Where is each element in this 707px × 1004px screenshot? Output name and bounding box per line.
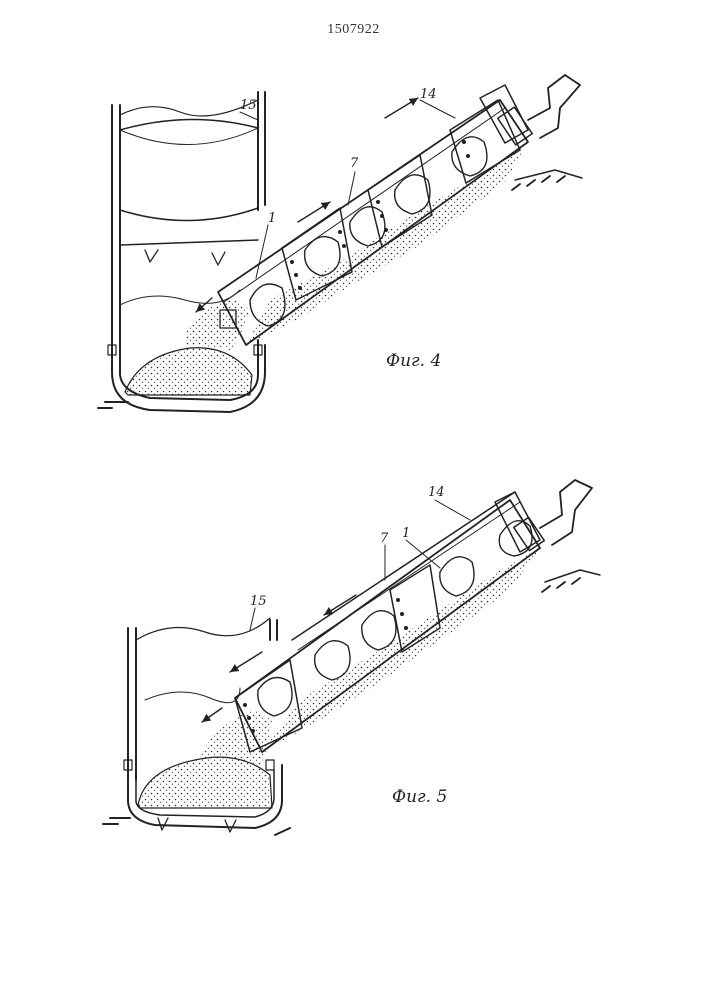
label-7-fig4: 7 <box>350 156 359 171</box>
caption-fig5: Фиг. 5 <box>392 787 447 807</box>
figure-4-labels: 15 7 1 14 Фиг. 4 <box>240 87 441 371</box>
label-7-fig5: 7 <box>380 531 389 546</box>
caption-fig4: Фиг. 4 <box>386 351 441 371</box>
bin-fig4 <box>97 91 266 413</box>
figure-5 <box>102 479 601 836</box>
bin-fig5 <box>102 617 291 836</box>
patent-number: 1507922 <box>327 22 380 37</box>
label-14-fig4: 14 <box>420 87 437 102</box>
conveyor-fig4 <box>217 74 583 346</box>
material-pile-fig4 <box>124 347 253 396</box>
label-14-fig5: 14 <box>428 485 445 500</box>
material-pile-fig5 <box>137 756 273 809</box>
conveyor-fig5 <box>234 479 601 753</box>
figure-5-labels: 15 7 1 14 Фиг. 5 <box>250 485 447 807</box>
figure-4 <box>97 74 583 413</box>
label-1-fig4: 1 <box>268 211 276 226</box>
label-15-fig4: 15 <box>240 98 257 113</box>
label-15-fig5: 15 <box>250 594 267 609</box>
label-1-fig5: 1 <box>402 526 410 541</box>
